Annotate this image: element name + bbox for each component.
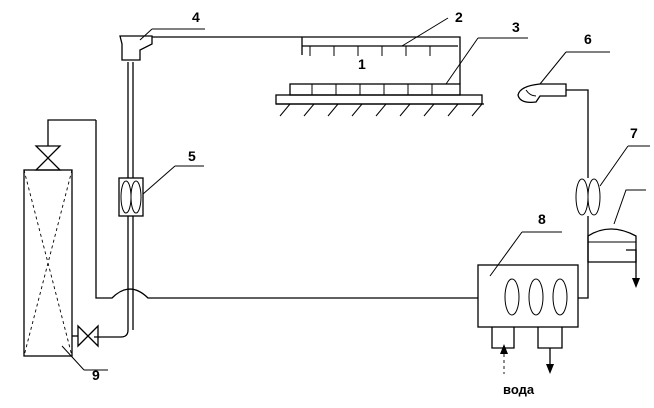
leader-9: [61, 345, 85, 371]
nozzle-6-tip: [525, 89, 537, 97]
cylinder-top-pipe: [47, 119, 96, 140]
workpiece-3: 3: [275, 19, 528, 117]
leader-2: [401, 17, 449, 47]
label-7: 7: [630, 125, 638, 141]
label-4: 4: [192, 9, 200, 25]
heat-exchanger-body: [477, 264, 579, 328]
leader-8: [489, 231, 523, 277]
coil-loop: [528, 278, 544, 316]
water-in-arrow-icon: [500, 344, 508, 354]
leader-5: [142, 165, 176, 195]
main-pipeline: [47, 36, 589, 338]
cylinder-cross: [23, 169, 73, 357]
bottom-valve-icon-right: [87, 324, 99, 348]
label-6: 6: [584, 31, 592, 47]
right-pipe-lower: [578, 216, 589, 299]
right-pipe-upper: [566, 89, 589, 178]
label-8: 8: [538, 211, 546, 227]
spray-manifold-2: 2 1: [301, 9, 463, 72]
top-valve-icon-lower: [34, 157, 62, 171]
bottom-valve-icon: [77, 324, 89, 348]
flowmeter-5-rotor: [130, 180, 142, 214]
flowmeter-7-rotor: [587, 178, 601, 216]
nozzle-6-body: [517, 83, 567, 103]
label-3: 3: [512, 19, 520, 35]
separator: [587, 189, 646, 288]
table-surface: [275, 94, 483, 105]
separator-drain: [626, 249, 637, 284]
coil-loop: [504, 278, 520, 316]
label-9: 9: [92, 367, 100, 383]
leader-3: [445, 37, 479, 85]
nozzle-6: 6: [517, 31, 610, 103]
label-1: 1: [358, 56, 366, 72]
water-inlet-port: [491, 327, 515, 349]
separator-body: [587, 228, 637, 263]
top-header-pipe: [152, 36, 461, 84]
drain-arrow-icon: [632, 278, 640, 288]
flowmeter-7-rotor: [575, 178, 589, 216]
sample-plate: [289, 83, 461, 96]
label-2: 2: [455, 9, 463, 25]
top-valve-icon: [34, 145, 62, 159]
separator-vent: [613, 189, 646, 225]
bottom-return-pipe: [95, 120, 478, 299]
nozzle-4: 4: [119, 9, 205, 61]
label-5: 5: [188, 148, 196, 164]
leader-7: [599, 145, 629, 187]
nozzle-4-body: [119, 35, 153, 61]
leader-4-diag: [139, 28, 153, 41]
flowmeter-7: 7: [575, 125, 650, 216]
ground-hatch: [279, 103, 483, 117]
water-out-arrow-icon: [546, 364, 554, 374]
flowmeter-5-rotor: [120, 180, 132, 214]
flowmeter-5: 5: [118, 148, 204, 217]
coil-loop: [552, 278, 568, 316]
heat-exchanger-8: 8 вода: [477, 211, 579, 397]
water-outlet-port: [537, 327, 563, 349]
left-riser-lower: [94, 216, 129, 338]
gas-cylinder-9: 9: [23, 140, 108, 383]
water-caption: вода: [503, 382, 535, 397]
flowmeter-5-body: [118, 177, 144, 217]
leader-6: [539, 51, 567, 85]
